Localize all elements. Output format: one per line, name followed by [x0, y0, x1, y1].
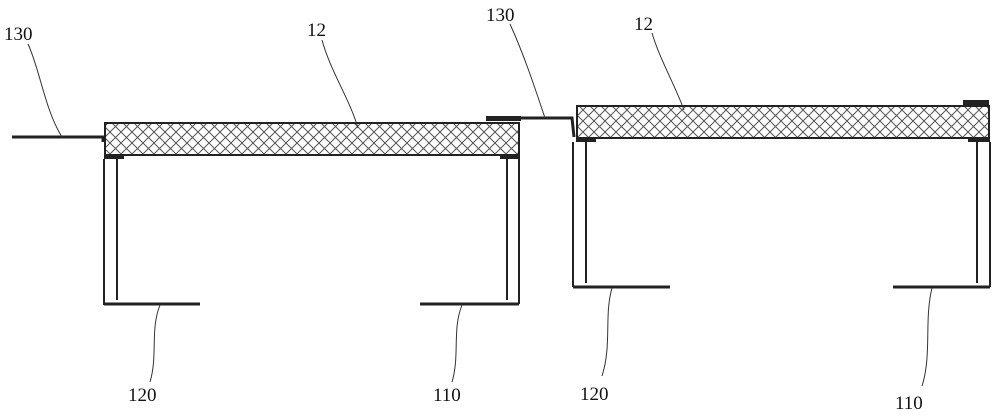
leader-mid-130 — [509, 23, 546, 119]
leader-left-12 — [321, 39, 359, 129]
left-channel-110 — [506, 159, 520, 304]
left-bearing-plate-a — [104, 155, 124, 159]
right-channel-120 — [572, 142, 587, 287]
leader-left-120 — [149, 304, 161, 383]
label-left-130: 130 — [4, 24, 33, 45]
label-left-110: 110 — [433, 385, 461, 406]
label-right-120: 120 — [580, 384, 609, 405]
right-bearing-plate-a — [576, 138, 596, 142]
mid-flashing-130 — [487, 116, 576, 138]
right-bearing-plate-b — [968, 138, 990, 142]
leader-left-130 — [27, 43, 63, 138]
left-panel-12 — [104, 122, 520, 156]
right-assembly — [572, 100, 991, 289]
right-panel-cap — [963, 100, 989, 106]
label-right-12: 12 — [634, 14, 653, 35]
leader-right-12 — [651, 32, 685, 111]
leader-right-120 — [601, 287, 613, 377]
label-mid-130: 130 — [486, 5, 515, 26]
leader-lines — [27, 23, 933, 387]
label-right-110: 110 — [895, 393, 923, 414]
label-left-120: 120 — [128, 385, 157, 406]
right-panel-12 — [576, 105, 990, 139]
left-bearing-plate-b — [500, 155, 520, 159]
left-assembly — [12, 116, 521, 306]
reference-labels: 130 12 120 110 130 12 120 110 — [4, 5, 923, 414]
leader-right-110 — [921, 287, 933, 387]
label-left-12: 12 — [307, 20, 326, 41]
left-channel-120 — [103, 159, 200, 305]
right-channel-110 — [976, 142, 991, 287]
leader-left-110 — [451, 304, 463, 383]
left-flashing-130 — [12, 135, 105, 142]
